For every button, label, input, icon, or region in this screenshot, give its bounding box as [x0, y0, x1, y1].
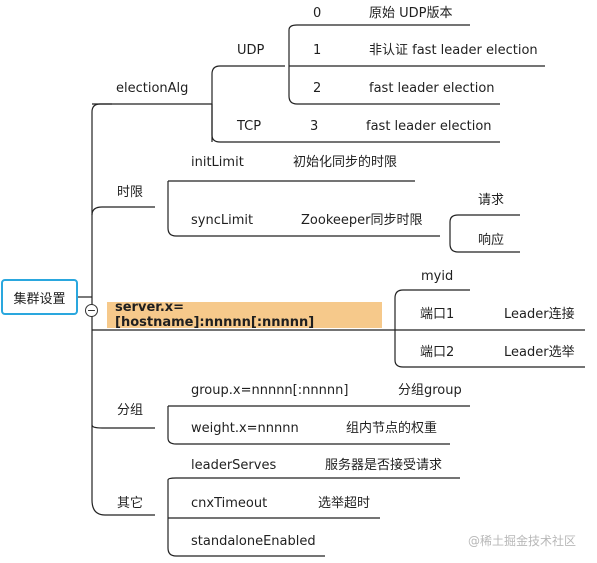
node-udp-option-1-desc: 非认证 fast leader election: [369, 43, 538, 58]
node-sync-response: 响应: [478, 233, 505, 248]
node-udp-option-2-desc: fast leader election: [369, 81, 495, 96]
node-standaloneenabled[interactable]: standaloneEnabled: [191, 534, 316, 549]
node-initlimit[interactable]: initLimit: [191, 155, 244, 170]
node-group-x-desc: 分组group: [398, 383, 462, 398]
node-initlimit-desc: 初始化同步的时限: [293, 155, 398, 170]
server-config-label: server.x=[hostname]:nnnnn[:nnnnn]: [115, 300, 315, 330]
node-port2: 端口2: [420, 345, 455, 360]
node-synclimit-desc: Zookeeper同步时限: [301, 213, 423, 228]
root-label: 集群设置: [13, 291, 66, 307]
node-udp-option-1-code: 1: [313, 43, 322, 58]
node-leaderserves-desc: 服务器是否接受请求: [325, 458, 443, 473]
collapse-symbol: −: [86, 304, 97, 317]
connector-time-items: [167, 180, 440, 237]
node-port2-desc: Leader选举: [504, 345, 575, 360]
connector-group-items: [167, 405, 470, 445]
node-other[interactable]: 其它: [117, 496, 144, 511]
connector-time: [91, 206, 155, 216]
node-cnxtimeout-desc: 选举超时: [318, 496, 371, 511]
node-sync-request: 请求: [478, 193, 505, 208]
node-server-config[interactable]: server.x=[hostname]:nnnnn[:nnnnn]: [107, 300, 382, 330]
connector-udp-options: [288, 24, 545, 105]
node-port1: 端口1: [420, 307, 455, 322]
watermark: @稀土掘金技术社区: [468, 534, 577, 548]
node-weight-x-desc: 组内节点的权重: [346, 421, 438, 436]
node-tcp[interactable]: TCP: [237, 119, 262, 134]
node-udp-option-2-code: 2: [313, 81, 322, 96]
node-udp[interactable]: UDP: [237, 43, 265, 58]
node-port1-desc: Leader连接: [504, 307, 575, 322]
connector-tcp: [211, 104, 500, 143]
node-udp-option-0-desc: 原始 UDP版本: [369, 6, 453, 21]
node-tcp-code: 3: [310, 119, 319, 134]
connector-server-items: [385, 289, 585, 368]
node-myid: myid: [421, 269, 454, 284]
connector-group: [91, 424, 155, 429]
node-leaderserves[interactable]: leaderServes: [191, 458, 277, 473]
node-electionalg[interactable]: electionAlg: [116, 81, 189, 96]
connector-udp: [211, 65, 285, 142]
node-group-x[interactable]: group.x=nnnnn[:nnnnn]: [191, 383, 349, 398]
node-time-limit[interactable]: 时限: [117, 185, 144, 200]
node-cnxtimeout[interactable]: cnxTimeout: [191, 496, 268, 511]
node-weight-x[interactable]: weight.x=nnnnn: [191, 421, 299, 436]
node-udp-option-0-code: 0: [313, 6, 322, 21]
node-group[interactable]: 分组: [117, 403, 144, 418]
collapse-toggle-icon[interactable]: −: [85, 304, 98, 317]
node-synclimit[interactable]: syncLimit: [191, 213, 254, 228]
connector-other-items: [167, 477, 460, 557]
root-node[interactable]: 集群设置: [1, 279, 78, 315]
connector-sync-children: [449, 214, 520, 253]
node-tcp-desc: fast leader election: [366, 119, 492, 134]
